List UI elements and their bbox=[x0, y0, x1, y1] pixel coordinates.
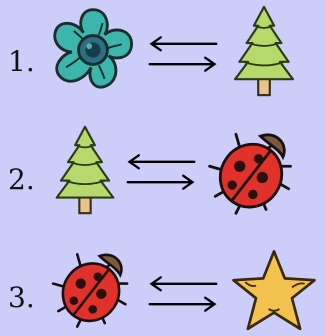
tree-icon bbox=[226, 4, 302, 98]
row-number-1: 1. bbox=[8, 48, 35, 76]
flower-icon bbox=[44, 2, 142, 98]
row-number-3: 3. bbox=[8, 284, 35, 312]
pair-row-1: 1. bbox=[0, 0, 325, 100]
double-arrow-icon bbox=[146, 274, 220, 314]
ladybug-icon bbox=[48, 238, 134, 336]
tree-icon bbox=[48, 124, 122, 216]
double-arrow-icon bbox=[146, 34, 220, 74]
pair-row-2: 2. bbox=[0, 118, 325, 218]
pair-row-3: 3. bbox=[0, 236, 325, 336]
double-arrow-icon bbox=[124, 152, 198, 192]
row-number-2: 2. bbox=[8, 166, 35, 194]
star-icon bbox=[226, 246, 322, 336]
ladybug-icon bbox=[204, 120, 298, 220]
